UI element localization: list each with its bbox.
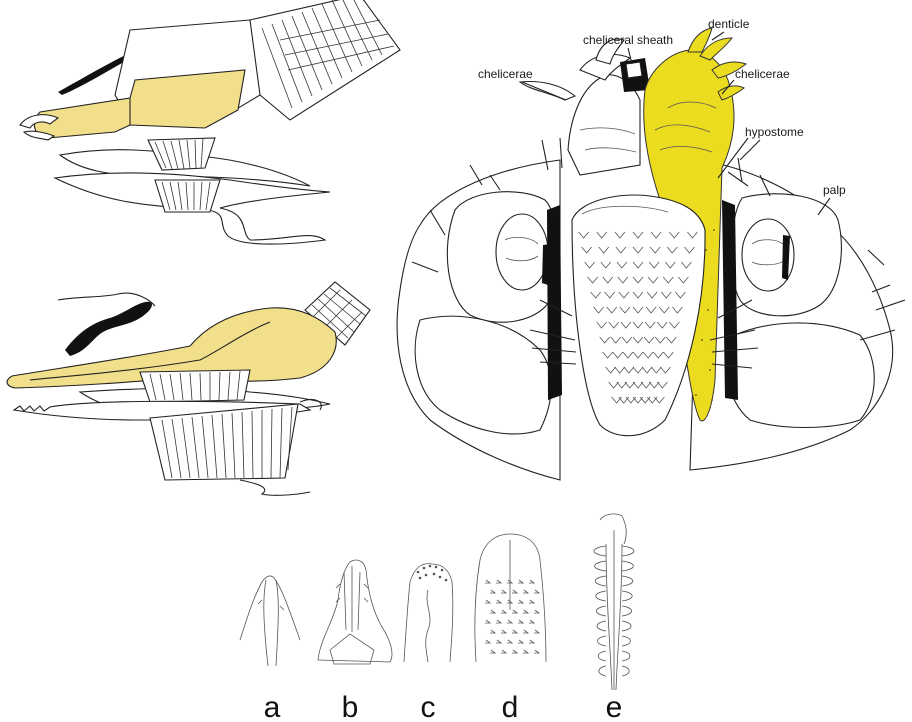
panel-letter-b: b [342,691,359,722]
label-cheliceral-sheath: cheliceral sheath [583,33,673,47]
panel-letter-a: a [264,691,281,722]
hypostome-b [318,560,392,664]
ventral-view: cheliceral sheath denticle chelicerae ch… [397,17,905,480]
palp-organ-left [496,214,548,290]
side-view-lower [7,282,370,495]
hypostome-e [594,514,634,690]
panel-letter-c: c [421,691,436,722]
side-view-upper [20,0,400,244]
panel-letter-e: e [606,691,623,722]
hypostome-d [475,534,546,662]
label-denticle: denticle [708,17,750,31]
hypostome-c [404,564,453,662]
label-palp: palp [823,183,846,197]
label-hypostome: hypostome [745,125,804,139]
panel-letter-d: d [502,691,519,722]
hypostome-body [572,195,705,436]
hypostome-a [240,576,300,666]
label-chelicerae-left: chelicerae [478,67,533,81]
label-chelicerae-right: chelicerae [735,67,790,81]
hypostome-series: a b c d e [240,514,634,722]
